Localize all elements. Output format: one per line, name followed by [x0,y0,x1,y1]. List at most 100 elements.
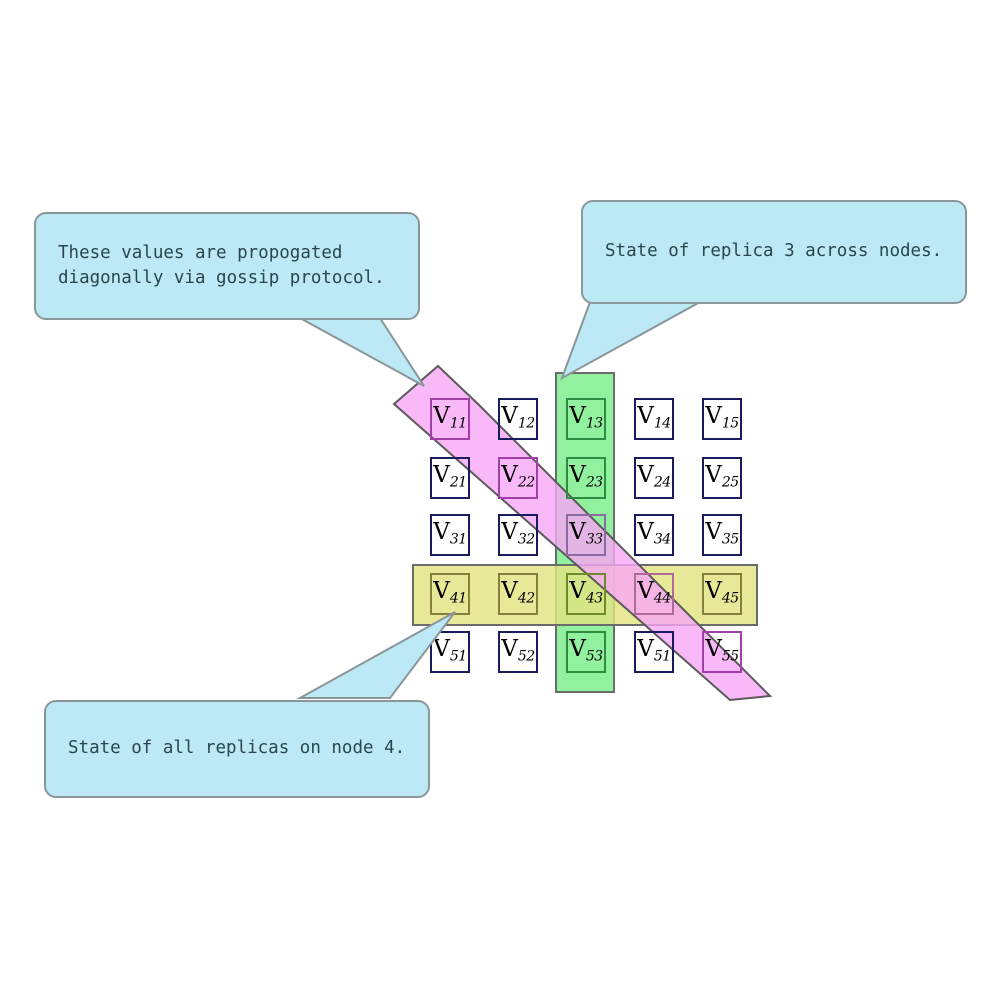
cell-base: V [705,462,722,489]
callout-node-text: State of all replicas on node 4. [68,738,406,759]
grid-cell-1-2[interactable]: V12 [498,398,538,440]
grid-cell-label: V45 [705,578,739,607]
grid-cell-label: V21 [433,462,467,491]
grid-cell-1-3[interactable]: V13 [566,398,606,440]
cell-subscript: 33 [585,531,603,548]
grid-cell-label: V24 [637,462,671,491]
cell-base: V [705,636,722,663]
grid-cell-1-1[interactable]: V11 [430,398,470,440]
grid-cell-3-3[interactable]: V33 [566,514,606,556]
cell-subscript: 32 [517,531,535,548]
cell-subscript: 55 [721,648,739,665]
cell-base: V [637,636,654,663]
cell-base: V [705,519,722,546]
cell-base: V [569,403,586,430]
cell-base: V [433,578,450,605]
grid-cell-4-2[interactable]: V42 [498,573,538,615]
grid-cell-2-5[interactable]: V25 [702,457,742,499]
cell-base: V [501,636,518,663]
cell-subscript: 21 [449,474,467,491]
cell-subscript: 42 [517,590,535,607]
cell-subscript: 15 [721,415,739,432]
cell-subscript: 13 [585,415,603,432]
callout-gossip[interactable]: These values are propogated diagonally v… [34,212,420,320]
grid-cell-label: V51 [637,636,671,665]
grid-cell-label: V31 [433,521,467,548]
grid-cell-4-1[interactable]: V41 [430,573,470,615]
cell-base: V [501,403,518,430]
grid-cell-label: V55 [705,636,739,665]
grid-cell-3-2[interactable]: V32 [498,514,538,556]
grid-cell-label: V11 [433,403,467,432]
callout-replica[interactable]: State of replica 3 across nodes. [581,200,967,304]
cell-subscript: 14 [653,415,671,432]
cell-base: V [637,519,654,546]
cell-subscript: 45 [721,590,739,607]
callout-gossip-text: These values are propogated diagonally v… [58,242,385,288]
cell-subscript: 53 [585,648,603,665]
grid-cell-5-5[interactable]: V55 [702,631,742,673]
grid-cell-4-4[interactable]: V44 [634,573,674,615]
cell-subscript: 23 [585,474,603,491]
grid-cell-5-4[interactable]: V51 [634,631,674,673]
replica-callout-tail [560,301,701,381]
grid-cell-label: V22 [501,464,535,490]
cell-subscript: 35 [721,531,739,548]
grid-cell-label: V12 [501,403,535,431]
node-4-row-band [412,564,758,626]
cell-base: V [433,636,450,663]
cell-subscript: 24 [653,474,671,491]
grid-cell-2-2[interactable]: V22 [498,457,538,499]
cell-base: V [569,636,586,663]
grid-cell-3-1[interactable]: V31 [430,514,470,556]
grid-cell-label: V14 [637,403,671,432]
cell-subscript: 44 [653,590,671,607]
grid-cell-3-4[interactable]: V34 [634,514,674,556]
cell-base: V [569,519,586,546]
grid-cell-1-5[interactable]: V15 [702,398,742,440]
cell-base: V [433,462,450,489]
grid-cell-5-2[interactable]: V52 [498,631,538,673]
grid-cell-2-3[interactable]: V23 [566,457,606,499]
grid-cell-4-3[interactable]: V43 [566,573,606,615]
grid-cell-1-4[interactable]: V14 [634,398,674,440]
grid-cell-3-5[interactable]: V35 [702,514,742,556]
cell-base: V [569,578,586,605]
grid-cell-4-5[interactable]: V45 [702,573,742,615]
cell-base: V [637,578,654,605]
cell-base: V [705,403,722,430]
cell-subscript: 11 [449,415,467,432]
cell-base: V [433,403,450,430]
callout-replica-text: State of replica 3 across nodes. [605,241,943,262]
cell-base: V [569,462,586,489]
cell-base: V [501,519,518,546]
grid-cell-2-4[interactable]: V24 [634,457,674,499]
grid-cell-label: V35 [705,519,739,548]
grid-cell-label: V13 [569,403,603,432]
grid-cell-5-1[interactable]: V51 [430,631,470,673]
cell-subscript: 31 [449,531,467,548]
node-callout-tail [296,611,456,699]
cell-base: V [705,578,722,605]
gossip-callout-tail [299,317,425,387]
grid-cell-label: V51 [433,636,467,665]
cell-subscript: 25 [721,474,739,491]
cell-subscript: 51 [653,648,671,665]
callout-node[interactable]: State of all replicas on node 4. [44,700,430,798]
grid-cell-label: V43 [569,578,603,606]
cell-subscript: 34 [653,531,671,548]
grid-cell-label: V15 [705,403,739,432]
grid-cell-label: V33 [569,519,603,548]
grid-cell-2-1[interactable]: V21 [430,457,470,499]
grid-cell-label: V42 [501,580,535,607]
cell-base: V [637,462,654,489]
grid-cell-label: V34 [637,519,671,548]
grid-cell-label: V41 [433,578,467,606]
cell-base: V [637,403,654,430]
grid-cell-label: V44 [637,578,671,607]
cell-subscript: 51 [449,648,467,665]
grid-cell-5-3[interactable]: V53 [566,631,606,673]
